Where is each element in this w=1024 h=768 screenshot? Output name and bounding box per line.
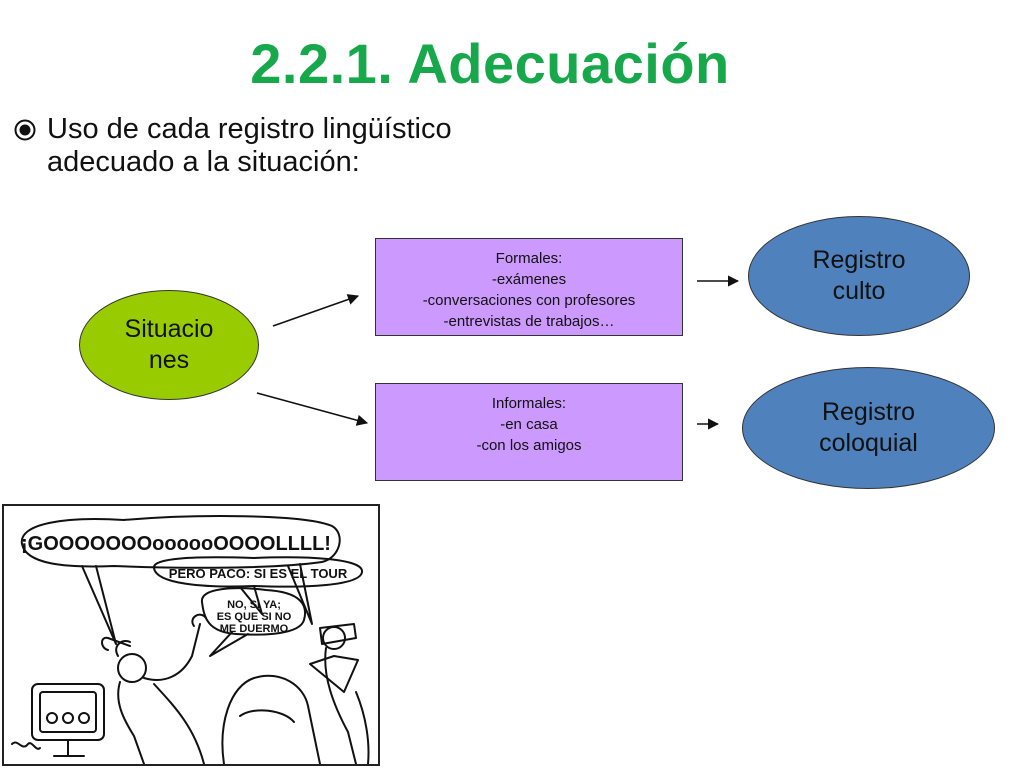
bullet-line-1: Uso de cada registro lingüístico — [47, 113, 452, 145]
formales-box: Formales: -exámenes -conversaciones con … — [375, 238, 683, 336]
registro-coloquial-label: Registro coloquial — [819, 398, 918, 457]
registro-coloquial-node: Registro coloquial — [742, 367, 995, 489]
formales-line: -exámenes — [491, 271, 567, 288]
comic-speech-tour: PERO PACO: SI ES EL TOUR — [169, 566, 348, 581]
comic-speech-goal: ¡GOOOOOOOoooooOOOOLLLL! — [21, 533, 331, 555]
comic-drawing: ¡GOOOOOOOoooooOOOOLLLL! PERO PACO: SI ES… — [11, 515, 370, 764]
formales-line: Formales: — [495, 250, 563, 267]
situaciones-node: Situacio nes — [79, 290, 259, 400]
comic-speech-reply-3: ME DUERMO — [220, 623, 289, 635]
bullet-line-2: adecuado a la situación: — [47, 146, 360, 178]
informales-line: -con los amigos — [476, 437, 582, 454]
comic-illustration: ¡GOOOOOOOoooooOOOOLLLL! PERO PACO: SI ES… — [2, 504, 380, 766]
informales-box: Informales: -en casa -con los amigos — [375, 383, 683, 481]
comic-speech-reply-1: NO, SI YA; — [227, 599, 281, 611]
registro-culto-label: Registro culto — [812, 246, 906, 305]
slide-title: 2.2.1. Adecuación — [250, 32, 730, 95]
situaciones-label: Situacio nes — [124, 315, 214, 374]
formales-line: -conversaciones con profesores — [422, 292, 636, 309]
arrow-situaciones-informales — [256, 392, 369, 426]
informales-line: Informales: — [491, 395, 567, 412]
registro-culto-node: Registro culto — [748, 216, 970, 336]
radio-bullet-icon — [14, 119, 36, 141]
comic-speech-reply-2: ES QUE SI NO — [217, 611, 292, 623]
formales-line: -entrevistas de trabajos… — [443, 313, 615, 330]
arrow-situaciones-formales — [272, 294, 360, 327]
bullet-text: Uso de cada registro lingüístico adecuad… — [47, 113, 567, 179]
informales-line: -en casa — [500, 416, 558, 433]
